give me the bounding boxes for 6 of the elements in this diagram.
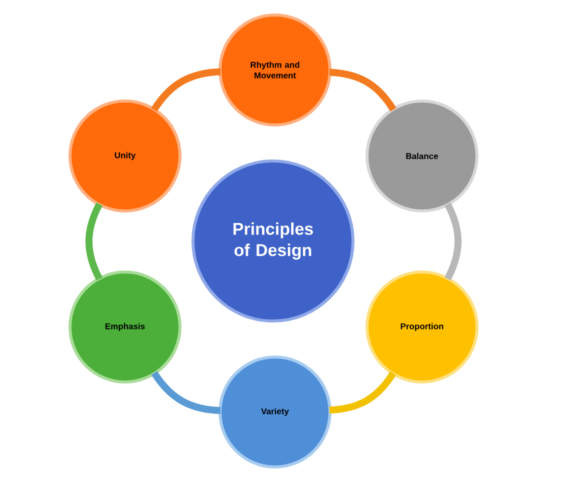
ring-connector bbox=[85, 202, 103, 280]
ring-connector bbox=[329, 371, 396, 414]
ring-connector bbox=[444, 202, 462, 280]
ring-connector bbox=[151, 371, 221, 414]
ring-connector bbox=[151, 68, 221, 112]
ring-connector bbox=[329, 68, 396, 112]
